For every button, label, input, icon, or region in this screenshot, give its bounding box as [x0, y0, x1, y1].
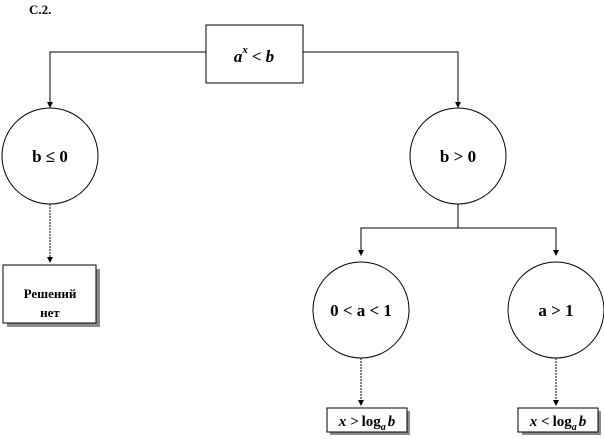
condition-node-a-between-0-1: 0 < a < 1	[312, 261, 410, 359]
page-label: С.2.	[29, 2, 52, 17]
condition-a-between-0-1-text: 0 < a < 1	[330, 301, 392, 320]
condition-node-b-positive: b > 0	[409, 107, 507, 205]
condition-node-b-nonpositive: b ≤ 0	[1, 107, 99, 205]
condition-node-a-greater-1: a > 1	[507, 261, 604, 359]
connectors	[47, 51, 559, 406]
no-solutions-line2: нет	[40, 305, 60, 320]
connector-root-right	[303, 51, 461, 108]
condition-b-positive-text: b > 0	[440, 147, 476, 166]
root-inequality-box: ax<b	[205, 24, 304, 84]
root-inequality-text: ax<b	[234, 44, 274, 66]
no-solutions-line1: Решений	[24, 286, 77, 301]
condition-b-nonpositive-text: b ≤ 0	[32, 147, 68, 166]
connector-root-left	[47, 51, 206, 108]
no-solutions-box: Решений нет	[2, 264, 100, 327]
condition-a-greater-1-text: a > 1	[538, 301, 573, 320]
connector-split-left	[358, 227, 458, 256]
connector-split-right	[458, 227, 559, 256]
